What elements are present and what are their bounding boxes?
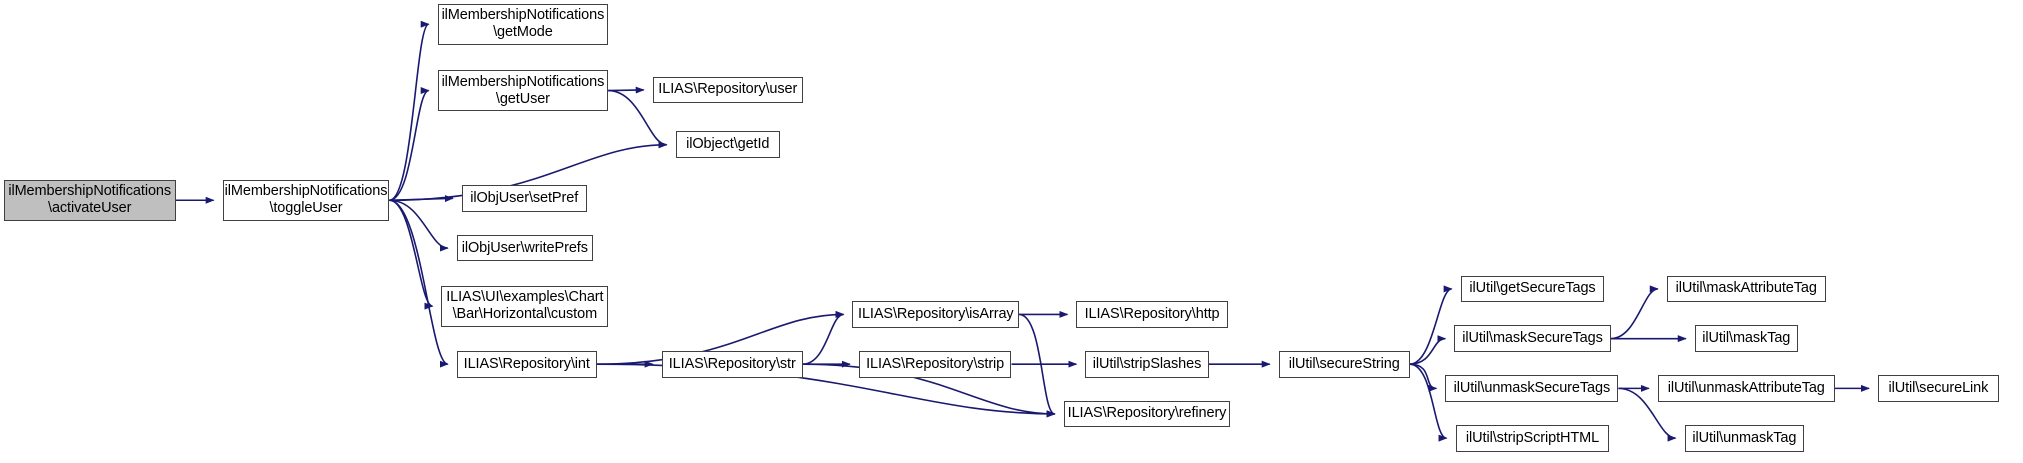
graph-node-label: ilMembershipNotifications \getMode bbox=[441, 7, 605, 41]
graph-node-label: ILIAS\Repository\isArray bbox=[858, 305, 1014, 322]
graph-node-getUser[interactable]: ilMembershipNotifications \getUser bbox=[437, 70, 609, 111]
graph-edge bbox=[389, 199, 449, 252]
graph-node-repo_isArray[interactable]: ILIAS\Repository\isArray bbox=[852, 301, 1020, 328]
graph-node-secureString[interactable]: ilUtil\secureString bbox=[1278, 350, 1410, 378]
graph-node-label: ilUtil\stripScriptHTML bbox=[1465, 429, 1600, 446]
graph-node-label: ilObject\getId bbox=[686, 136, 770, 153]
graph-edge bbox=[1409, 335, 1447, 365]
graph-node-getSecureTags[interactable]: ilUtil\getSecureTags bbox=[1460, 275, 1605, 303]
graph-node-label: ilUtil\unmaskTag bbox=[1692, 429, 1797, 446]
graph-node-label: ilMembershipNotifications \toggleUser bbox=[224, 183, 388, 217]
graph-node-label: ilUtil\maskSecureTags bbox=[1462, 330, 1603, 347]
graph-node-maskTag[interactable]: ilUtil\maskTag bbox=[1694, 325, 1798, 353]
graph-node-repo_strip[interactable]: ILIAS\Repository\strip bbox=[858, 350, 1012, 378]
graph-edge bbox=[389, 195, 454, 203]
graph-node-label: ilUtil\secureLink bbox=[1888, 379, 1989, 396]
graph-edge bbox=[1409, 363, 1448, 442]
graph-node-setPref[interactable]: ilObjUser\setPref bbox=[461, 184, 587, 212]
graph-edge bbox=[608, 86, 645, 94]
graph-edge bbox=[1610, 285, 1659, 340]
graph-node-maskSecureTags[interactable]: ilUtil\maskSecureTags bbox=[1454, 325, 1611, 353]
graph-node-label: ILIAS\Repository\http bbox=[1084, 305, 1220, 322]
graph-edge bbox=[1409, 285, 1453, 365]
graph-node-label: ilUtil\maskTag bbox=[1702, 330, 1791, 347]
graph-node-maskAttributeTag[interactable]: ilUtil\maskAttributeTag bbox=[1666, 275, 1826, 303]
graph-node-label: ILIAS\UI\examples\Chart \Bar\Horizontal\… bbox=[446, 289, 604, 323]
graph-node-label: ilObjUser\writePrefs bbox=[461, 239, 588, 256]
graph-node-activateUser: ilMembershipNotifications \activateUser bbox=[3, 179, 176, 221]
graph-node-repo_int[interactable]: ILIAS\Repository\int bbox=[456, 350, 597, 378]
graph-edge bbox=[1409, 363, 1438, 392]
graph-edge bbox=[389, 20, 430, 202]
graph-edge bbox=[389, 199, 449, 368]
graph-node-writePrefs[interactable]: ilObjUser\writePrefs bbox=[456, 234, 593, 262]
graph-node-label: ilUtil\getSecureTags bbox=[1469, 280, 1596, 297]
graph-node-label: ilObjUser\setPref bbox=[470, 189, 579, 206]
graph-node-label: ILIAS\Repository\user bbox=[658, 81, 798, 98]
graph-edge bbox=[802, 310, 845, 365]
graph-node-label: ilUtil\unmaskAttributeTag bbox=[1667, 379, 1825, 396]
graph-edge bbox=[389, 199, 434, 310]
graph-node-label: ILIAS\Repository\strip bbox=[866, 355, 1005, 372]
graph-node-unmaskSecureTags[interactable]: ilUtil\unmaskSecureTags bbox=[1445, 374, 1619, 402]
graph-node-label: ilUtil\secureString bbox=[1288, 355, 1400, 372]
graph-node-toggleUser[interactable]: ilMembershipNotifications \toggleUser bbox=[222, 179, 390, 221]
graph-node-repo_str[interactable]: ILIAS\Repository\str bbox=[661, 350, 803, 378]
graph-node-label: ILIAS\Repository\refinery bbox=[1067, 405, 1227, 422]
graph-node-repo_user[interactable]: ILIAS\Repository\user bbox=[652, 76, 803, 104]
graph-node-unmaskAttributeTag[interactable]: ilUtil\unmaskAttributeTag bbox=[1657, 374, 1835, 402]
graph-node-label: ILIAS\Repository\str bbox=[668, 355, 796, 372]
graph-node-label: ilUtil\stripSlashes bbox=[1092, 355, 1202, 372]
graph-node-unmaskTag[interactable]: ilUtil\unmaskTag bbox=[1684, 424, 1805, 452]
graph-node-label: ILIAS\Repository\int bbox=[463, 355, 590, 372]
graph-node-ilObject_getId[interactable]: ilObject\getId bbox=[675, 131, 780, 159]
graph-edge bbox=[389, 87, 430, 202]
graph-node-repo_http[interactable]: ILIAS\Repository\http bbox=[1076, 301, 1228, 328]
graph-edge bbox=[1018, 313, 1056, 418]
graph-node-repo_refinery[interactable]: ILIAS\Repository\refinery bbox=[1063, 400, 1231, 428]
graph-node-label: ilUtil\maskAttributeTag bbox=[1675, 280, 1817, 297]
graph-node-stripSlashes[interactable]: ilUtil\stripSlashes bbox=[1085, 350, 1209, 378]
graph-node-stripScriptHTML[interactable]: ilUtil\stripScriptHTML bbox=[1455, 424, 1610, 452]
graph-node-ui_custom[interactable]: ILIAS\UI\examples\Chart \Bar\Horizontal\… bbox=[441, 285, 609, 327]
graph-node-label: ilMembershipNotifications \getUser bbox=[441, 73, 605, 107]
graph-node-secureLink[interactable]: ilUtil\secureLink bbox=[1877, 374, 1999, 402]
graph-node-getMode[interactable]: ilMembershipNotifications \getMode bbox=[437, 3, 609, 45]
graph-node-label: ilMembershipNotifications \activateUser bbox=[8, 183, 172, 217]
graph-node-label: ilUtil\unmaskSecureTags bbox=[1453, 379, 1611, 396]
